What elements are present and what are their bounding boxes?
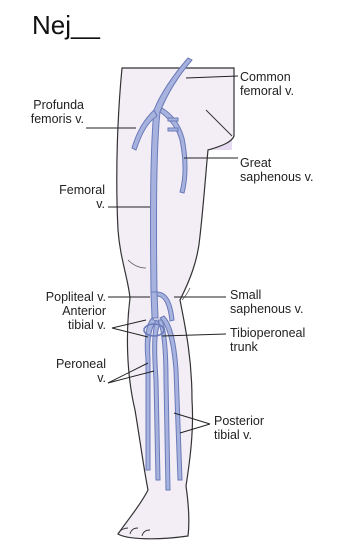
tributary-2 [168,128,178,131]
leg-outline [117,68,234,539]
label-tibioperoneal-trunk: Tibioperoneal trunk [230,326,305,354]
label-posterior-tibial-vein: Posterior tibial v. [214,414,264,442]
label-small-saphenous-vein: Small saphenous v. [230,288,303,316]
label-femoral-vein: Femoral v. [30,183,105,211]
label-profunda-femoris-vein: Profunda femoris v. [10,98,84,126]
popliteal-vein [151,292,158,318]
label-common-femoral-vein: Common femoral v. [240,70,294,98]
label-peroneal-vein: Peroneal v. [20,357,106,385]
label-great-saphenous-vein: Great saphenous v. [240,156,313,184]
label-popliteal-vein: Popliteal v. [20,290,106,304]
tributary-1 [168,118,178,121]
label-anterior-tibial-vein: Anterior tibial v. [20,304,106,332]
